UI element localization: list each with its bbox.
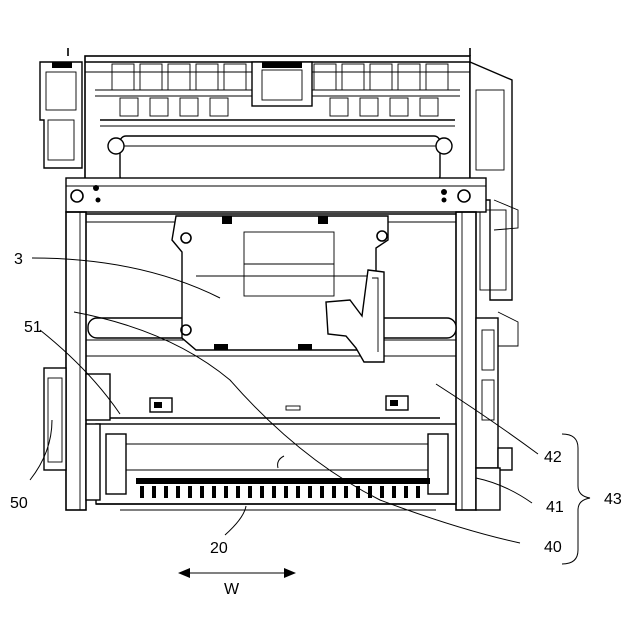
- ref-label-51: 51: [24, 319, 42, 336]
- process-cartridge: [172, 216, 388, 362]
- right-side-unit: [476, 312, 518, 510]
- ref-label-43: 43: [604, 491, 622, 508]
- panel-features: [150, 396, 408, 412]
- ref-label-3: 3: [14, 251, 23, 268]
- ref-label-40: 40: [544, 539, 562, 556]
- width-direction-arrow: [178, 568, 296, 578]
- ref-label-42: 42: [544, 449, 562, 466]
- ref-label-20: 20: [210, 540, 228, 557]
- ref-label-41: 41: [546, 499, 564, 516]
- ref-label-50: 50: [10, 495, 28, 512]
- feed-tray-unit: [96, 424, 456, 510]
- upper-unit: [68, 48, 470, 184]
- left-upper-bracket: [40, 62, 82, 168]
- width-direction-label: W: [224, 581, 240, 598]
